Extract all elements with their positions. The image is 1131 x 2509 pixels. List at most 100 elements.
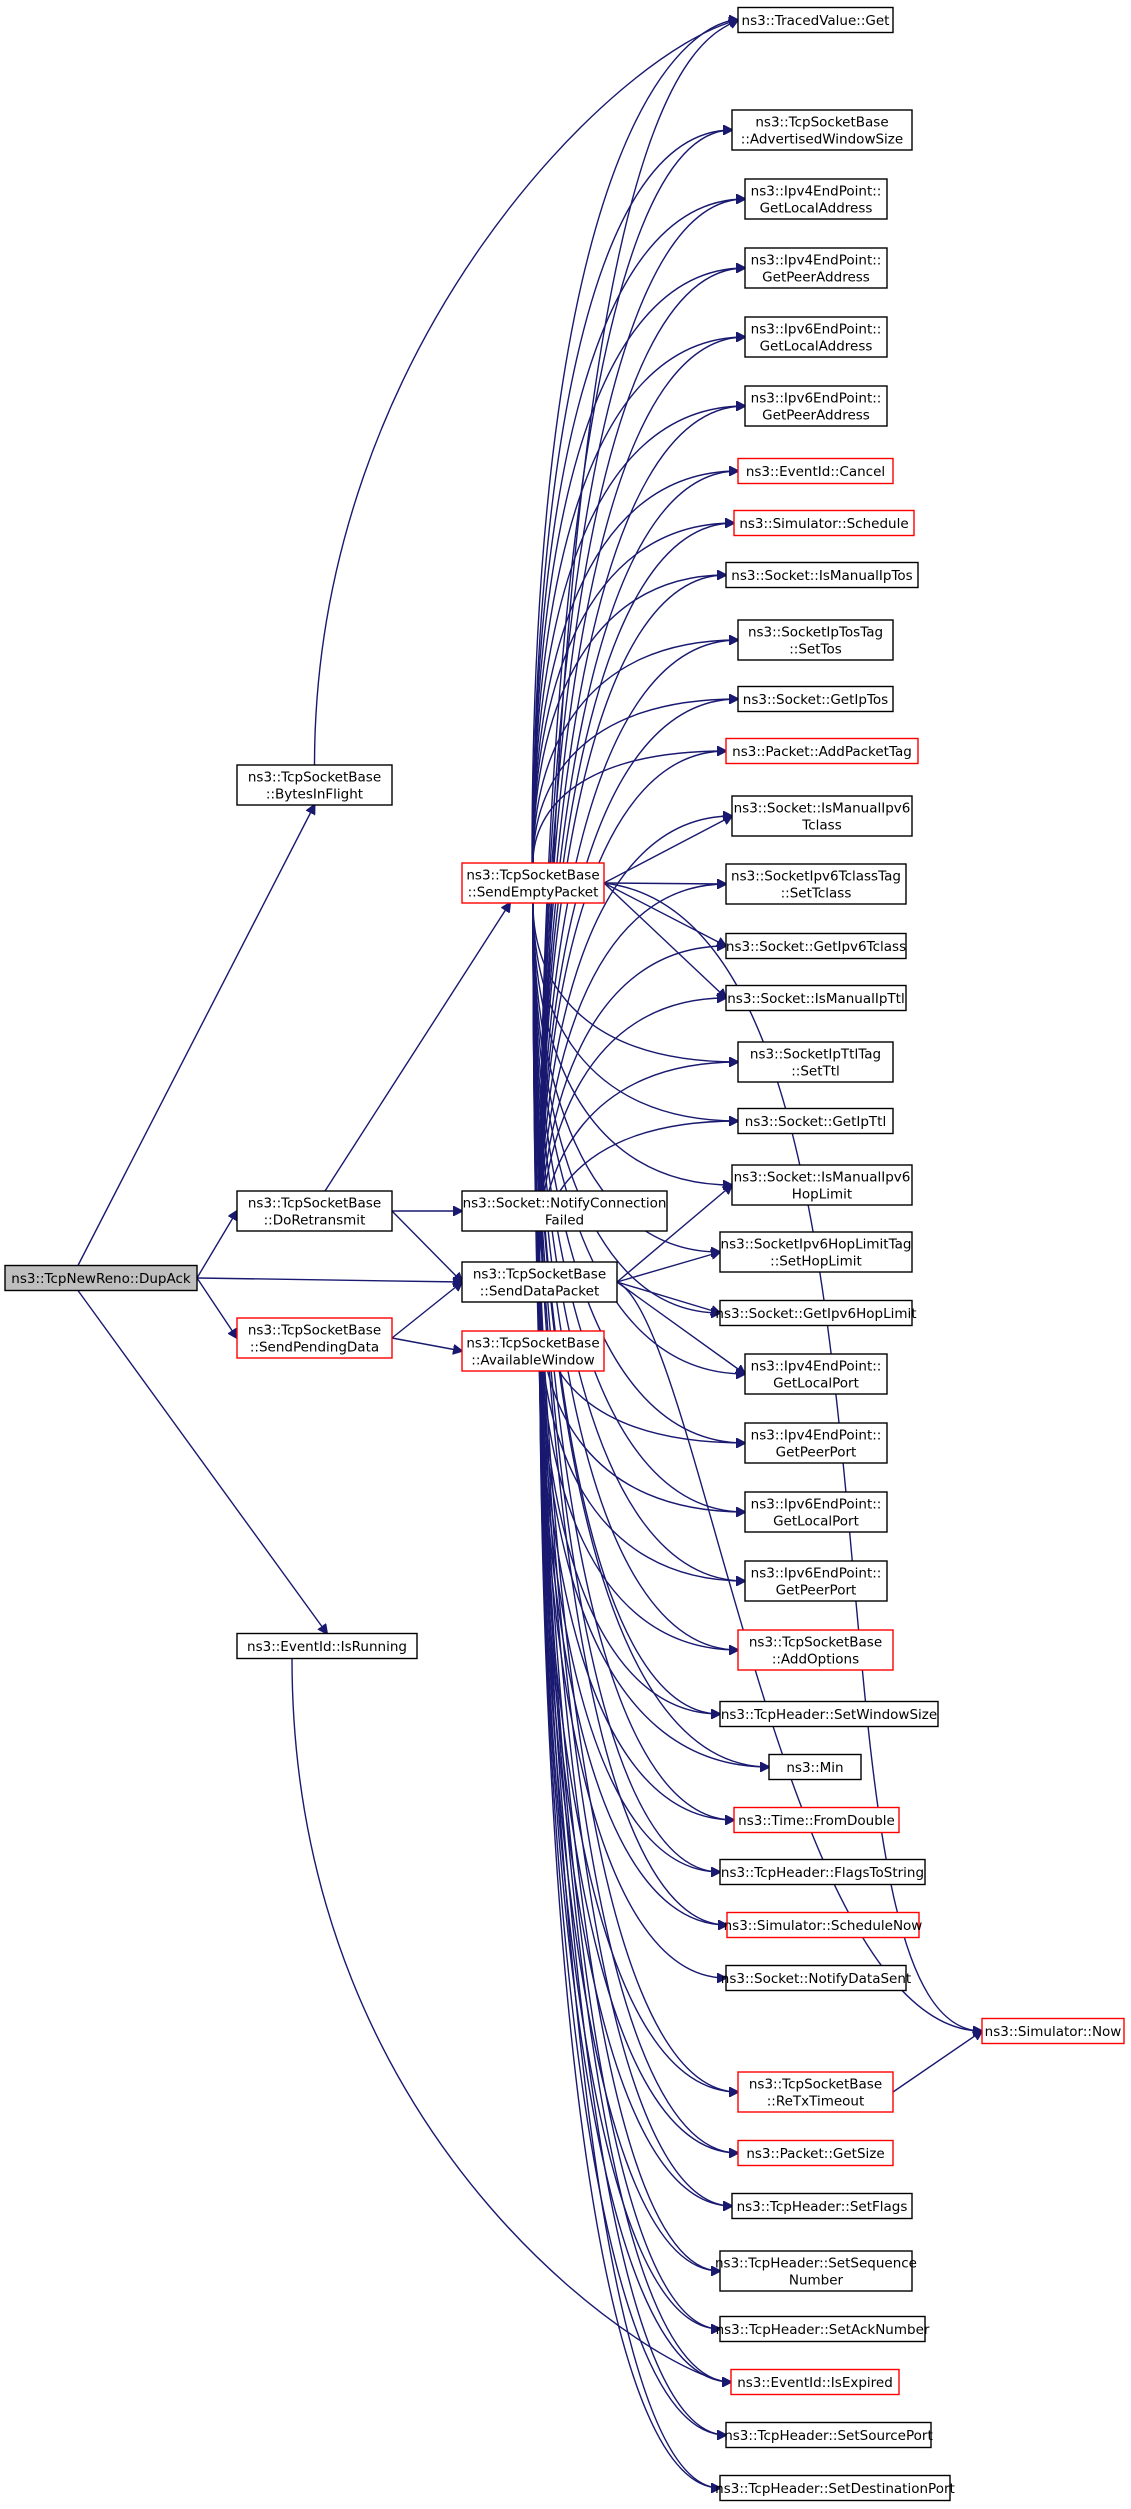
node-flagstostring-box[interactable] [719,1858,926,1886]
node-ipv6peeraddr-box[interactable] [744,385,888,427]
node-addoptions-box[interactable] [737,1629,894,1671]
node-sendempty[interactable]: ns3::TcpSocketBase::SendEmptyPacket [461,862,605,904]
node-schedule[interactable]: ns3::Simulator::Schedule [733,509,915,537]
node-setsrcport-box[interactable] [725,2421,932,2449]
node-getipttl[interactable]: ns3::Socket::GetIpTtl [737,1107,894,1135]
node-getiptos-box[interactable] [737,685,894,713]
node-flagstostring[interactable]: ns3::TcpHeader::FlagsToString [719,1858,926,1886]
node-ismanualiptos-box[interactable] [725,561,919,589]
node-ismanualipttl[interactable]: ns3::Socket::IsManualIpTtl [725,984,907,1012]
node-bytesinflight[interactable]: ns3::TcpSocketBase::BytesInFlight [236,764,393,806]
node-min-box[interactable] [768,1753,862,1781]
node-getipv6tclass[interactable]: ns3::Socket::GetIpv6Tclass [725,932,907,960]
node-now-box[interactable] [981,2017,1125,2045]
node-setflags[interactable]: ns3::TcpHeader::SetFlags [731,2192,913,2220]
node-ipv6localaddr-box[interactable] [744,316,888,358]
node-ismanualipttl-box[interactable] [725,984,907,1012]
node-ipv6peerport[interactable]: ns3::Ipv6EndPoint::GetPeerPort [744,1560,888,1602]
node-addoptions[interactable]: ns3::TcpSocketBase::AddOptions [737,1629,894,1671]
node-sendpending[interactable]: ns3::TcpSocketBase::SendPendingData [236,1317,393,1359]
node-setdstport[interactable]: ns3::TcpHeader::SetDestinationPort [715,2474,955,2502]
node-ipv4localaddr-box[interactable] [744,178,888,220]
node-ipv6localport[interactable]: ns3::Ipv6EndPoint::GetLocalPort [744,1491,888,1533]
node-getipttl-box[interactable] [737,1107,894,1135]
node-getsize-box[interactable] [737,2139,894,2167]
node-doretransmit-box[interactable] [236,1190,393,1232]
node-ismanualiptos[interactable]: ns3::Socket::IsManualIpTos [725,561,919,589]
node-fromdouble[interactable]: ns3::Time::FromDouble [733,1806,900,1834]
node-tracedget-box[interactable] [737,6,894,34]
node-root[interactable]: ns3::TcpNewReno::DupAck [4,1264,198,1292]
node-senddata-box[interactable] [461,1261,618,1303]
node-setflags-box[interactable] [731,2192,913,2220]
node-ipv4localport[interactable]: ns3::Ipv4EndPoint::GetLocalPort [744,1353,888,1395]
node-fromdouble-box[interactable] [733,1806,900,1834]
node-getipv6hop-box[interactable] [719,1299,913,1327]
node-ipv6localport-box[interactable] [744,1491,888,1533]
node-getipv6tclass-box[interactable] [725,932,907,960]
node-ismanualipv6tclass-box[interactable] [731,795,913,837]
node-schedulenow-box[interactable] [726,1911,920,1939]
node-ipv6peerport-box[interactable] [744,1560,888,1602]
node-setack[interactable]: ns3::TcpHeader::SetAckNumber [716,2315,930,2343]
node-ismanualipv6hop-box[interactable] [731,1164,913,1206]
node-cancel[interactable]: ns3::EventId::Cancel [737,457,894,485]
node-settclass[interactable]: ns3::SocketIpv6TclassTag::SetTclass [725,863,907,905]
node-sendempty-box[interactable] [461,862,605,904]
node-settclass-box[interactable] [725,863,907,905]
node-doretransmit[interactable]: ns3::TcpSocketBase::DoRetransmit [236,1190,393,1232]
node-setseq-box[interactable] [719,2250,913,2292]
node-addpackettag-box[interactable] [725,737,919,765]
node-setttl[interactable]: ns3::SocketIpTtlTag::SetTtl [737,1041,894,1083]
node-getiptos[interactable]: ns3::Socket::GetIpTos [737,685,894,713]
node-ipv4localport-box[interactable] [744,1353,888,1395]
node-notifydatasent-box[interactable] [725,1964,907,1992]
node-sethoplimit[interactable]: ns3::SocketIpv6HopLimitTag::SetHopLimit [719,1231,913,1273]
node-ipv6localaddr[interactable]: ns3::Ipv6EndPoint::GetLocalAddress [744,316,888,358]
node-getipv6hop[interactable]: ns3::Socket::GetIpv6HopLimit [715,1299,917,1327]
node-isrunning[interactable]: ns3::EventId::IsRunning [236,1632,418,1660]
node-isrunning-box[interactable] [236,1632,418,1660]
node-root-box[interactable] [4,1264,198,1292]
node-senddata[interactable]: ns3::TcpSocketBase::SendDataPacket [461,1261,618,1303]
node-setwindowsize[interactable]: ns3::TcpHeader::SetWindowSize [719,1700,939,1728]
node-min[interactable]: ns3::Min [768,1753,862,1781]
node-settos-box[interactable] [737,619,894,661]
node-ipv4peeraddr[interactable]: ns3::Ipv4EndPoint::GetPeerAddress [744,247,888,289]
node-settos[interactable]: ns3::SocketIpTosTag::SetTos [737,619,894,661]
node-ipv6peeraddr[interactable]: ns3::Ipv6EndPoint::GetPeerAddress [744,385,888,427]
node-cancel-box[interactable] [737,457,894,485]
node-isexpired-box[interactable] [730,2368,900,2396]
node-notifydatasent[interactable]: ns3::Socket::NotifyDataSent [721,1964,911,1992]
node-ipv4localaddr[interactable]: ns3::Ipv4EndPoint::GetLocalAddress [744,178,888,220]
node-bytesinflight-box[interactable] [236,764,393,806]
node-advwin-box[interactable] [731,109,913,151]
node-availwindow-box[interactable] [461,1330,605,1372]
node-now[interactable]: ns3::Simulator::Now [981,2017,1125,2045]
node-addpackettag[interactable]: ns3::Packet::AddPacketTag [725,737,919,765]
node-retxtimeout-box[interactable] [737,2071,894,2113]
node-setack-box[interactable] [719,2315,926,2343]
node-advwin[interactable]: ns3::TcpSocketBase::AdvertisedWindowSize [731,109,913,151]
node-setsrcport[interactable]: ns3::TcpHeader::SetSourcePort [724,2421,933,2449]
node-retxtimeout[interactable]: ns3::TcpSocketBase::ReTxTimeout [737,2071,894,2113]
node-setwindowsize-box[interactable] [719,1700,939,1728]
node-isexpired[interactable]: ns3::EventId::IsExpired [730,2368,900,2396]
node-ipv4peerport-box[interactable] [744,1422,888,1464]
node-sethoplimit-box[interactable] [719,1231,913,1273]
node-schedule-box[interactable] [733,509,915,537]
node-tracedget[interactable]: ns3::TracedValue::Get [737,6,894,34]
node-availwindow[interactable]: ns3::TcpSocketBase::AvailableWindow [461,1330,605,1372]
node-setdstport-box[interactable] [719,2474,951,2502]
node-sendpending-box[interactable] [236,1317,393,1359]
node-setttl-box[interactable] [737,1041,894,1083]
node-notifyconnfailed-box[interactable] [461,1190,668,1232]
node-getsize[interactable]: ns3::Packet::GetSize [737,2139,894,2167]
node-schedulenow[interactable]: ns3::Simulator::ScheduleNow [724,1911,923,1939]
node-ipv4peerport[interactable]: ns3::Ipv4EndPoint::GetPeerPort [744,1422,888,1464]
node-ipv4peeraddr-box[interactable] [744,247,888,289]
